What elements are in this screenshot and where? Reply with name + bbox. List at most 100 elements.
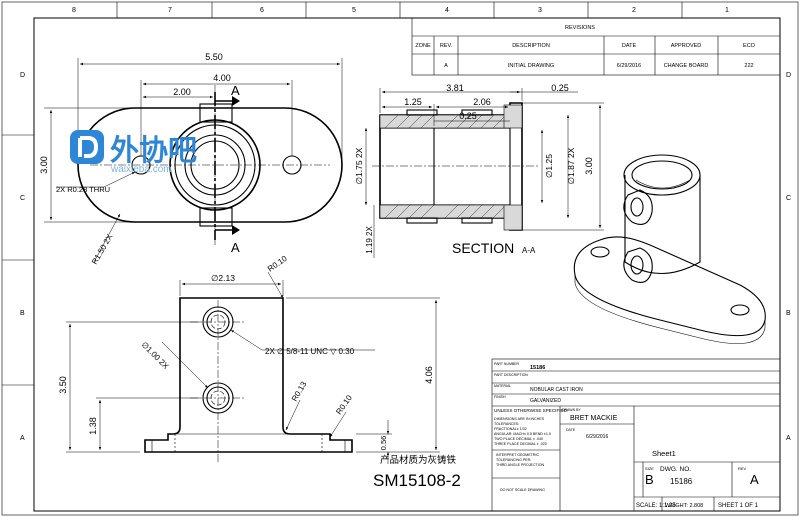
dim-0-56: 0.56 xyxy=(379,436,388,451)
zone-col-top: 8 xyxy=(72,7,76,14)
dim-r0-10-foot: R0.10 xyxy=(334,393,354,416)
dim-4-06: 4.06 xyxy=(424,366,434,384)
rev-header-rev: REV. xyxy=(440,43,453,49)
dim-0-25-lip: 0.25 xyxy=(551,83,569,93)
revisions-table: REVISIONS ZONE REV. DESCRIPTION DATE APP… xyxy=(411,17,781,76)
tb-rev-label: REV xyxy=(738,466,747,471)
zone-rows-right: D C B A xyxy=(786,72,791,442)
dim-3-81: 3.81 xyxy=(446,83,464,93)
rev-header-date: DATE xyxy=(622,43,637,49)
dim-5-50: 5.50 xyxy=(205,52,223,62)
dim-dia-2-13: ∅2.13 xyxy=(211,273,235,283)
front-view: ∅2.13 R0.10 2X ∅ 5/8-11 UNC ▽ 0.30 ∅1.00… xyxy=(58,254,440,464)
tb-size-label: SIZE xyxy=(645,466,654,471)
zone-row-right: D xyxy=(786,72,791,79)
dim-r0-10-top: R0.10 xyxy=(266,254,289,274)
rev-row-date: 6/29/2016 xyxy=(617,63,641,69)
tb-interp-line: TOLERANCING PER: xyxy=(496,458,531,462)
tb-tol-line: TWO PLACE DECIMAL ± .040 xyxy=(494,437,543,441)
dim-thru-holes: 2X R0.28 THRU xyxy=(56,185,110,194)
zone-ticks xyxy=(2,2,683,386)
zone-col-top: 1 xyxy=(725,7,729,14)
dim-1-38: 1.38 xyxy=(88,417,98,435)
tb-scale: SCALE: 1:1.25 xyxy=(636,503,676,509)
tb-material-label: MATERIAL xyxy=(494,384,511,388)
rev-header-desc: DESCRIPTION xyxy=(512,43,550,49)
watermark-badge-icon xyxy=(70,130,104,164)
zone-col-top: 7 xyxy=(168,7,172,14)
section-label-sub: A-A xyxy=(522,246,536,255)
rev-row-rev: A xyxy=(444,63,448,69)
tb-drawn-by: BRET MACKIE xyxy=(570,415,618,422)
tb-date-label: DATE xyxy=(566,428,576,432)
rev-row-approved: CHANGE BOARD xyxy=(664,63,709,69)
zone-col-top: 6 xyxy=(260,7,264,14)
zone-row-right: B xyxy=(786,310,791,317)
tb-tol-line: DIMENSIONS ARE IN INCHES xyxy=(494,417,545,421)
tb-no-scale: DO NOT SCALE DRAWING xyxy=(500,488,545,492)
dim-dia-1-75: ∅1.75 2X xyxy=(354,147,364,184)
zone-row-right: A xyxy=(786,435,791,442)
tb-tol-line: THREE PLACE DECIMAL ± .020 xyxy=(494,442,547,446)
material-note: 产品材质为灰铸铁 xyxy=(380,454,457,466)
dim-1-19: 1.19 2X xyxy=(365,226,374,254)
dim-3-00-top: 3.00 xyxy=(39,156,49,174)
section-hatch-bottom xyxy=(379,204,523,231)
watermark-url: waixieba.com xyxy=(110,164,172,175)
dim-4-00: 4.00 xyxy=(213,73,231,83)
tb-part-desc-label: PART DESCRIPTION xyxy=(494,373,528,377)
tb-weight: WEIGHT: 2.808 xyxy=(665,503,703,509)
tb-material: NOBULAR CAST IRON xyxy=(530,387,583,393)
tb-interp-line: THIRD ANGLE PROJECTION xyxy=(496,463,545,467)
watermark-logo: 外协吧 waixieba.com xyxy=(70,130,197,175)
tb-sheet-name: Sheet1 xyxy=(652,449,676,458)
dim-1-25-len: 1.25 xyxy=(404,97,422,107)
tb-finish: GALVANIZED xyxy=(530,398,561,404)
zone-columns-top: 8 7 6 5 4 3 2 1 xyxy=(72,7,729,14)
rev-row-desc: INITIAL DRAWING xyxy=(508,63,554,69)
dim-r0-13: R0.13 xyxy=(290,380,309,403)
tb-tol-line: FRACTIONAL± 1/32 xyxy=(494,427,527,431)
tb-size: B xyxy=(645,472,654,487)
zone-rows-left: D C B A xyxy=(20,72,25,442)
section-label-main: SECTION xyxy=(452,240,514,256)
tb-rev: A xyxy=(750,472,759,487)
section-marker-top: A xyxy=(231,83,240,98)
tb-sheet: SHEET 1 OF 1 xyxy=(718,503,759,509)
dim-0-25-mid: 0.25 xyxy=(459,111,477,121)
part-callout: SM15108-2 xyxy=(373,471,461,490)
tb-dwg-no: 15186 xyxy=(670,477,693,486)
tb-drawn-label: DRAWN BY xyxy=(562,408,581,412)
tb-interp-line: INTERPRET GEOMETRIC xyxy=(496,453,539,457)
tb-part-number: 15186 xyxy=(530,365,545,371)
zone-row-right: C xyxy=(786,195,791,202)
dim-3-50: 3.50 xyxy=(58,376,68,394)
inner-border xyxy=(33,17,781,512)
watermark-brand: 外协吧 xyxy=(110,133,197,167)
section-hatch-top xyxy=(379,104,523,129)
dim-base-radius: R1.50 2X xyxy=(90,232,115,266)
tb-date: 6/29/2016 xyxy=(586,434,608,440)
isometric-view xyxy=(573,154,766,344)
zone-row-left: D xyxy=(20,72,25,79)
section-label: SECTION xyxy=(452,240,514,256)
tb-tol-line: ANGULAR: MACH± 0.5 BEND ±1.0 xyxy=(494,432,551,436)
section-marker-bottom: A xyxy=(231,240,240,255)
dim-tap-note: 2X ∅ 5/8-11 UNC ▽ 0.30 xyxy=(265,347,355,356)
tb-part-number-label: PART NUMBER xyxy=(494,362,520,366)
dim-dia-1-00: ∅1.00 2X xyxy=(140,340,171,371)
zone-row-left: B xyxy=(20,310,25,317)
rev-row-eco: 222 xyxy=(744,63,753,69)
revisions-title: REVISIONS xyxy=(565,25,595,31)
top-view: A A 5.50 4.00 2.00 3.00 2X R0.28 THRU R1… xyxy=(39,52,343,266)
zone-row-left: C xyxy=(20,195,25,202)
rev-header-eco: ECO xyxy=(743,43,756,49)
section-view: 3.81 1.25 2.06 0.25 0.25 ∅1.75 2X ∅1.25 … xyxy=(354,83,604,258)
rev-header-zone: ZONE xyxy=(415,43,431,49)
rev-header-approved: APPROVED xyxy=(671,43,702,49)
dim-dia-1-25: ∅1.25 xyxy=(544,154,554,178)
dim-dia-1-87: ∅1.87 2X xyxy=(566,147,576,184)
zone-col-top: 2 xyxy=(632,7,636,14)
